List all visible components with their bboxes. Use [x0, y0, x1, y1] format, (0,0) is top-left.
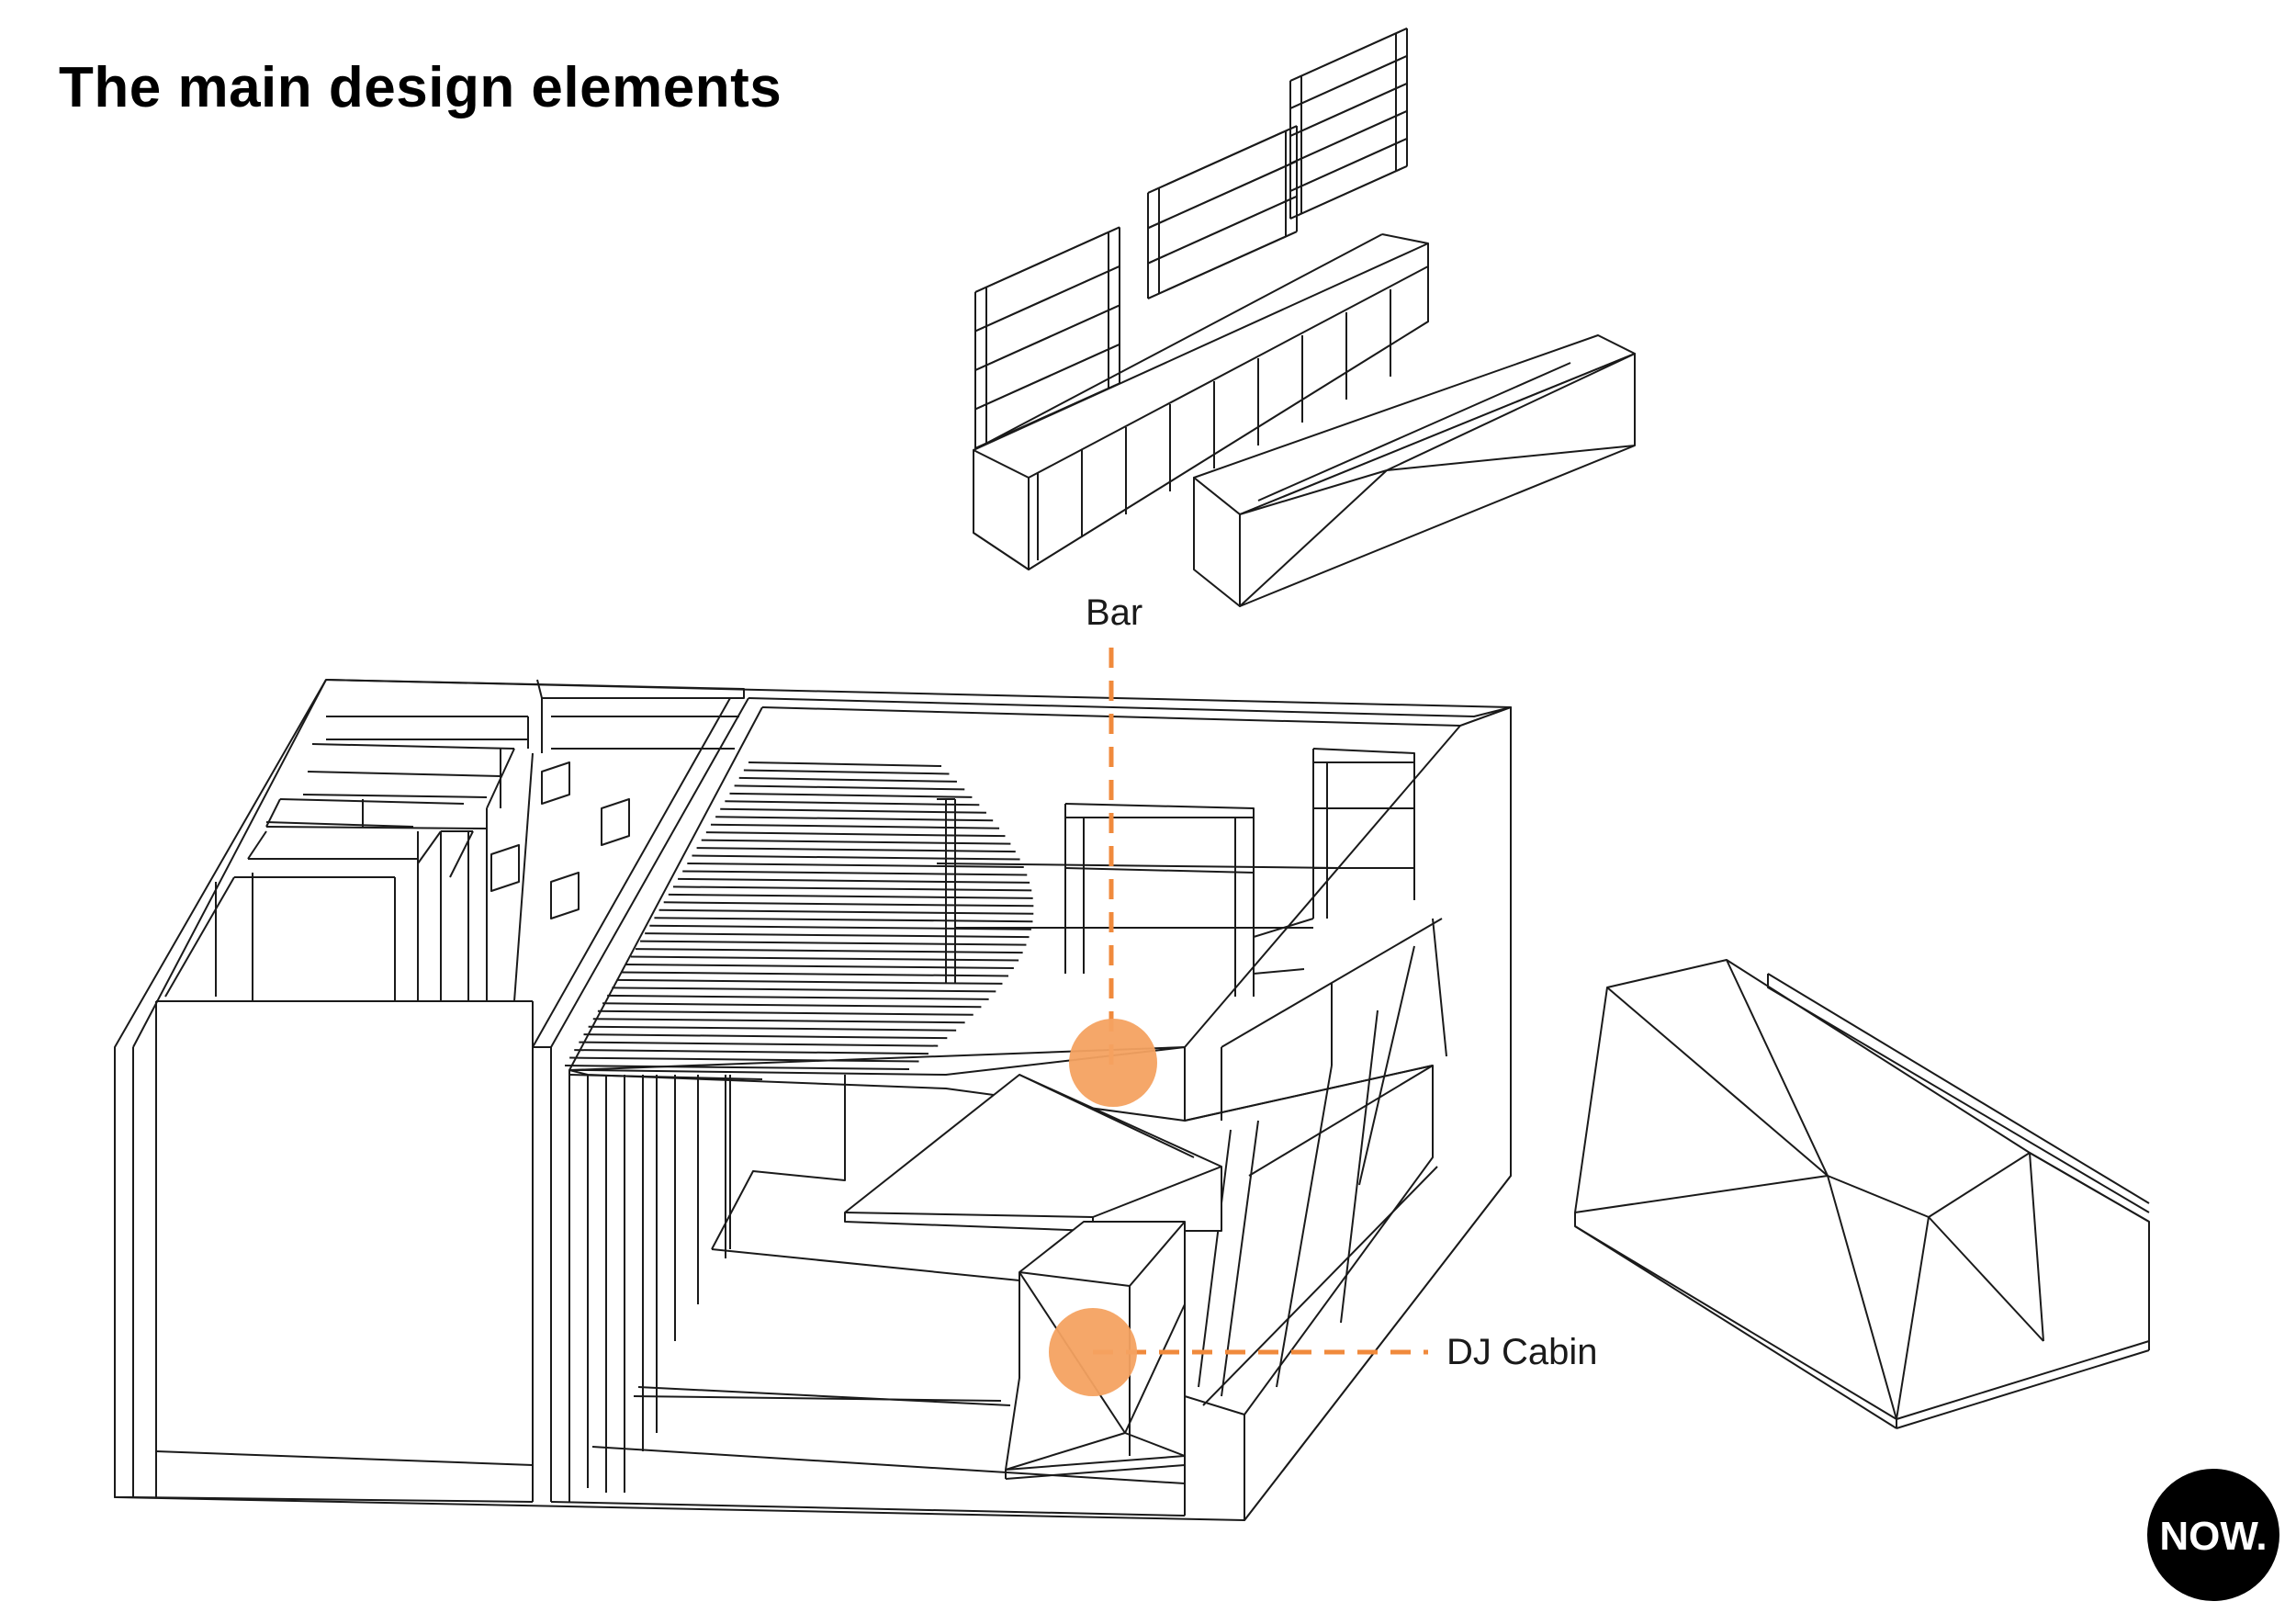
ceiling-fin: [729, 792, 973, 798]
ceiling-fin: [668, 893, 1033, 899]
ceiling-fin: [602, 1002, 982, 1009]
dj-cabin-callout: DJ Cabin: [1049, 1308, 1598, 1396]
ceiling-fin: [663, 901, 1034, 908]
ceiling-fin: [625, 964, 1014, 969]
ceiling-fin: [640, 940, 1027, 946]
ceiling-fin: [682, 870, 1028, 876]
ceiling-fin: [616, 978, 1003, 985]
ceiling-fin: [645, 932, 1030, 939]
ceiling-fin: [654, 917, 1033, 923]
ceiling-fin: [720, 807, 986, 814]
back-of-house-rooms: [164, 679, 745, 1002]
bar-marker: [1069, 1019, 1157, 1107]
dj-booth-exploded: [1574, 959, 2150, 1429]
ceiling-fin: [696, 847, 1016, 853]
dj-cabin-marker: [1049, 1308, 1137, 1396]
ceiling-fins: [564, 761, 1034, 1070]
now-logo: NOW.: [2147, 1469, 2279, 1601]
shelf-unit: [1147, 125, 1298, 299]
ceiling-fin: [692, 854, 1020, 861]
bar-label: Bar: [1086, 592, 1142, 633]
logo-badge: [2147, 1469, 2279, 1601]
shelf-unit: [1289, 27, 1408, 220]
bar-back-counter: [973, 233, 1429, 570]
ceiling-fin: [678, 877, 1030, 884]
bar-shelving: [973, 27, 1429, 570]
ceiling-fin: [621, 971, 1008, 977]
ceiling-fin: [734, 784, 965, 791]
ceiling-fin: [583, 1033, 948, 1040]
ceiling-fin: [649, 924, 1031, 930]
ceiling-fin: [710, 823, 1000, 829]
ceiling-fin: [612, 987, 996, 993]
page-title: The main design elements: [59, 56, 782, 119]
logo-text: NOW.: [2159, 1514, 2267, 1559]
ceiling-fin: [579, 1041, 939, 1047]
ceiling-fin: [658, 908, 1034, 915]
ceiling-fin: [687, 863, 1024, 868]
ceiling-fin: [569, 1056, 919, 1063]
ceiling-fin: [705, 831, 1006, 838]
bar-callout: Bar: [1069, 592, 1157, 1107]
ceiling-fin: [701, 839, 1011, 845]
ceiling-fin: [635, 948, 1023, 954]
ceiling-fin: [607, 994, 989, 1000]
ceiling-fin: [725, 800, 980, 806]
ceiling-fin: [738, 776, 957, 783]
lower-interior: [587, 1074, 1222, 1493]
club-floorplan-axonometric: [114, 679, 1512, 1521]
ceiling-fin: [597, 1009, 974, 1016]
bar-front-counter: [1193, 334, 1636, 607]
ceiling-fin: [592, 1018, 965, 1024]
ceiling-fin: [564, 1065, 910, 1070]
ceiling-fin: [715, 816, 994, 822]
ceiling-fin: [672, 885, 1032, 892]
ceiling-fin: [743, 769, 950, 775]
ceiling-fin: [574, 1049, 929, 1055]
ceiling-fin: [588, 1025, 957, 1032]
ceiling-fin: [630, 955, 1019, 962]
interior-shelving: [936, 748, 1415, 997]
right-sculpted-wall: [1184, 706, 1512, 1521]
ceiling-fin: [748, 761, 942, 767]
dj-cabin-label: DJ Cabin: [1446, 1332, 1598, 1372]
